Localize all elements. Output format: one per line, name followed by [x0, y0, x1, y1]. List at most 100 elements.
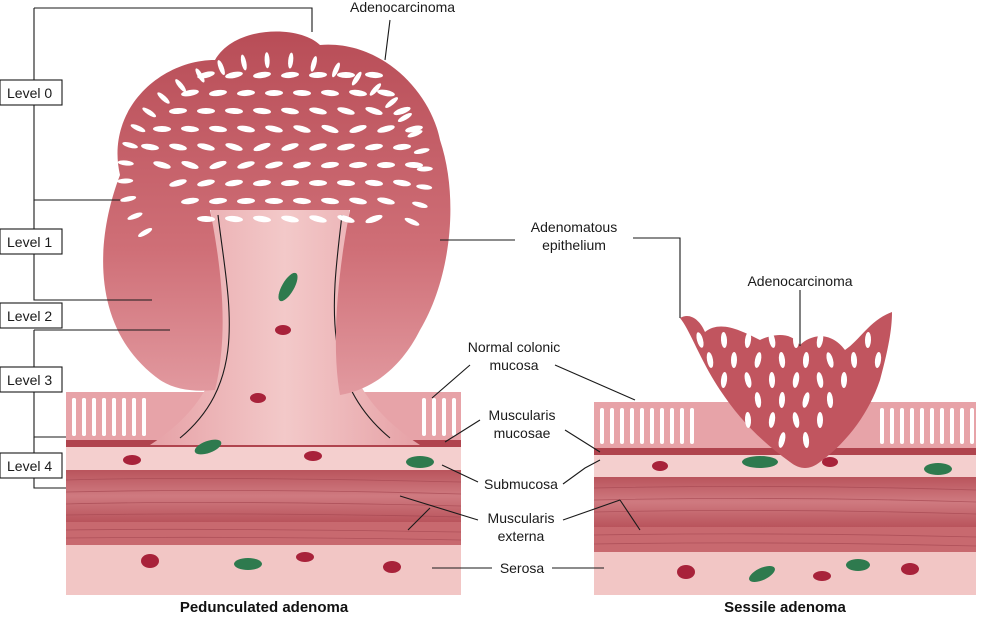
gland-lumen	[309, 71, 327, 79]
crypt	[102, 398, 106, 436]
serosa-layer-left	[66, 545, 461, 595]
gland-lumen	[153, 161, 171, 169]
gland-lumen	[337, 107, 355, 115]
villus-slit	[369, 83, 382, 96]
gland-lumen	[706, 352, 714, 368]
pedunculated-adenoma	[65, 31, 462, 595]
gland-lumen	[253, 107, 271, 115]
gland-lumen	[744, 412, 752, 428]
text-labels: Adenocarcinoma Adenomatous epithelium Ad…	[180, 0, 853, 616]
gland-lumen	[840, 372, 848, 388]
gland-lumen	[265, 89, 283, 97]
sessile-caption: Sessile adenoma	[724, 599, 846, 616]
adenomatous-epithelium-label-2: epithelium	[542, 237, 606, 253]
crypt	[432, 398, 436, 436]
gland-lumen	[209, 197, 227, 205]
crypt	[670, 408, 674, 444]
crypt	[930, 408, 934, 444]
villus-slit	[332, 62, 340, 78]
gland-lumen	[197, 108, 215, 114]
gland-lumen	[816, 372, 824, 388]
crypt	[970, 408, 974, 444]
villus-slit	[217, 60, 225, 76]
adenocarcinoma-top-label: Adenocarcinoma	[350, 0, 455, 15]
gland-lumen	[281, 179, 299, 187]
villus-slit	[310, 56, 317, 72]
sessile-lesion	[680, 312, 892, 468]
gland-lumen	[365, 143, 383, 151]
villus-slit	[288, 52, 294, 69]
gland-lumen	[792, 332, 800, 348]
muscularis-mucosae-label-2: mucosae	[494, 425, 551, 441]
crypt	[910, 408, 914, 444]
gland-lumen	[337, 71, 355, 79]
gland-lumen	[778, 352, 786, 368]
crypt	[122, 398, 126, 436]
gland-lumen	[169, 179, 187, 187]
muscularis-externa-label-1: Muscularis	[488, 510, 555, 526]
gland-lumen	[696, 332, 704, 348]
crypt	[650, 408, 654, 444]
gland-lumen	[181, 161, 199, 169]
gland-lumen	[720, 372, 728, 388]
gland-lumen	[405, 161, 423, 169]
crypt	[422, 398, 426, 436]
gland-lumen	[377, 89, 395, 97]
crypt	[950, 408, 954, 444]
gland-lumen	[309, 215, 327, 223]
gland-lumen	[393, 143, 411, 151]
vessels-right	[652, 456, 952, 583]
gland-lumen	[281, 71, 299, 79]
crypt	[620, 408, 624, 444]
gland-lumen	[321, 89, 339, 97]
gland-lumen	[792, 372, 800, 388]
gland-lumen	[393, 179, 411, 187]
crypt	[142, 398, 146, 436]
gland-lumen	[281, 143, 299, 151]
gland-lumen	[337, 143, 355, 151]
muscularis-externa-lower-left	[66, 522, 461, 545]
serosa-label: Serosa	[500, 560, 545, 576]
serosa-layer-right	[594, 552, 976, 595]
villus-slit	[413, 148, 430, 155]
gland-lumen	[209, 160, 227, 170]
gland-lumen	[349, 197, 367, 205]
crypt	[610, 408, 614, 444]
gland-lumen	[253, 179, 271, 187]
muscularis-externa-right	[594, 477, 976, 527]
gland-lumen	[802, 352, 810, 368]
submucosa-right	[594, 455, 976, 477]
muscularis-mucosae-label-1: Muscularis	[489, 407, 556, 423]
villus-slit	[407, 130, 423, 138]
level-brackets: Level 0 Level 1 Level 2 Level 3 Level 4	[0, 7, 313, 489]
gland-lumen	[864, 332, 872, 348]
crypt	[640, 408, 644, 444]
gland-lumen	[281, 107, 299, 115]
sessile-adenoma	[593, 312, 977, 595]
crypt	[920, 408, 924, 444]
submucosa-left	[66, 447, 461, 470]
gland-lumen	[321, 124, 339, 134]
gland-lumen	[253, 71, 271, 79]
crypt	[92, 398, 96, 436]
gland-lumen	[826, 392, 834, 408]
gland-lumen	[802, 432, 810, 448]
gland-lumen	[169, 143, 187, 151]
villus-slit	[122, 142, 138, 149]
gland-lumen	[197, 215, 215, 223]
gland-lumen	[225, 179, 243, 187]
glandular-lumens	[141, 71, 423, 224]
crypt	[82, 398, 86, 436]
adenocarcinoma-right-label: Adenocarcinoma	[747, 273, 852, 289]
gland-lumen	[309, 107, 327, 115]
gland-lumen	[802, 392, 810, 408]
gland-lumen	[309, 180, 327, 186]
gland-lumen	[754, 392, 762, 408]
gland-lumen	[778, 392, 786, 408]
gland-lumen	[265, 197, 283, 205]
gland-lumen	[169, 107, 187, 115]
gland-lumen	[181, 197, 199, 205]
crypt	[442, 398, 446, 436]
gland-lumen	[225, 71, 243, 79]
